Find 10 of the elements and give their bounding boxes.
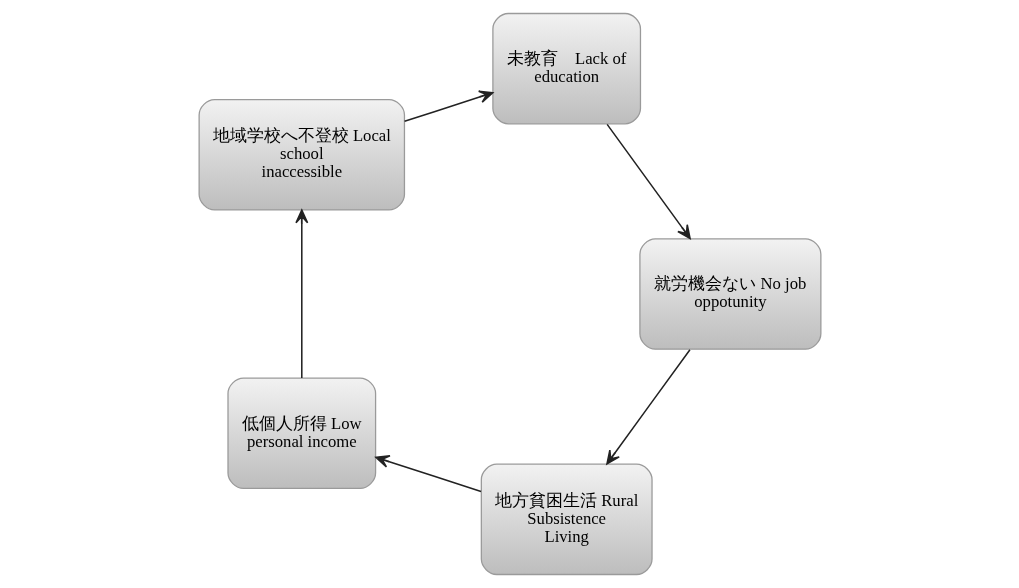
node-box: 未教育 Lack of education xyxy=(491,12,641,125)
node-box: 就労機会ない No job oppotunity xyxy=(638,238,821,350)
node-box: 低個人所得 Low personal income xyxy=(226,377,376,490)
node-box: 地域学校へ不登校 Local school inaccessible xyxy=(198,98,405,211)
node-box: 地方貧困生活 Rural Subsistence Living xyxy=(480,463,653,576)
arrow xyxy=(294,209,308,379)
arrow xyxy=(403,90,493,123)
arrow xyxy=(605,123,691,240)
arrow xyxy=(374,455,482,493)
arrow xyxy=(605,348,691,465)
